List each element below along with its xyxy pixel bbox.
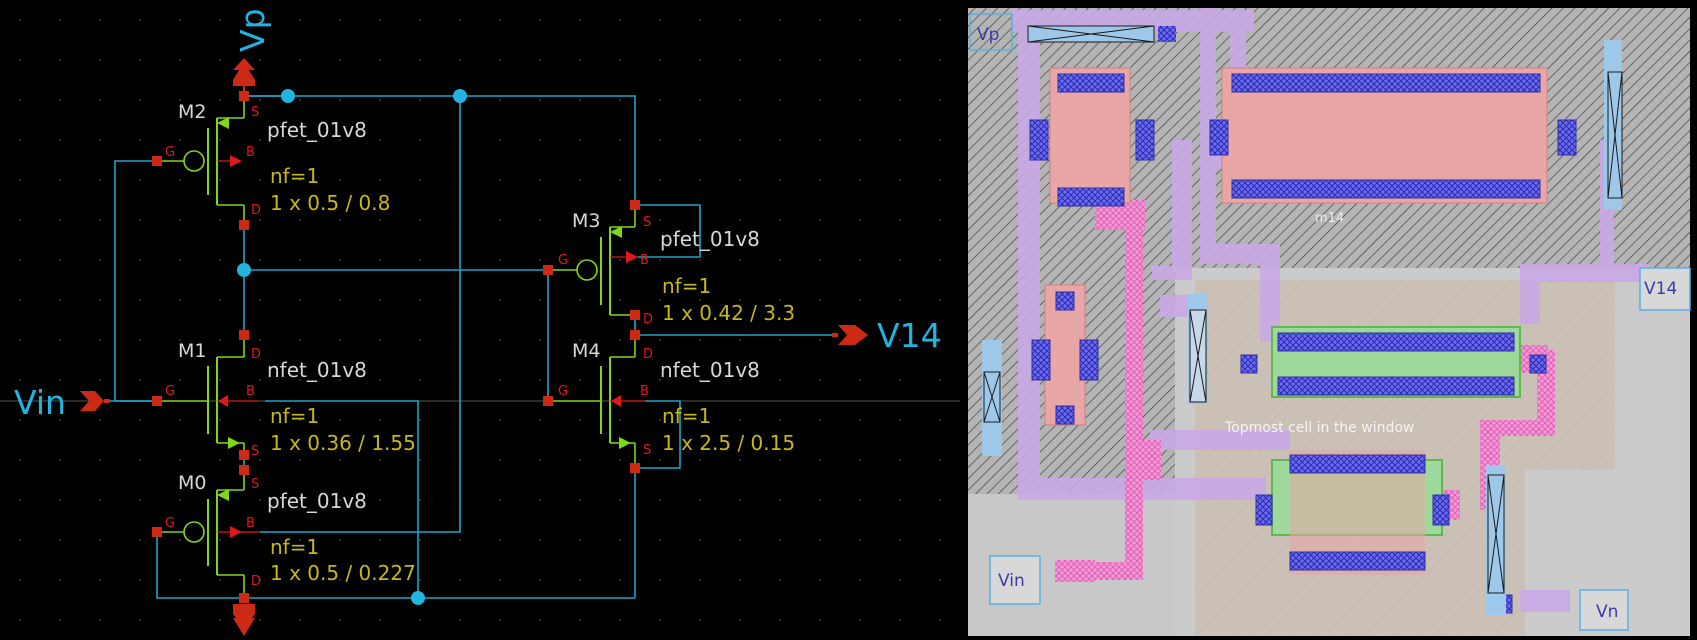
m0-size: 1 x 0.5 / 0.227 xyxy=(270,561,416,585)
wires xyxy=(108,95,833,599)
layout-pin-vn[interactable] xyxy=(1579,589,1629,631)
m2-model: pfet_01v8 xyxy=(267,118,367,142)
v14-pin-icon[interactable] xyxy=(832,325,868,345)
m2-instance-name: M2 xyxy=(178,101,206,123)
transistor-m3[interactable] xyxy=(543,200,640,320)
m1-terminal-g: G xyxy=(165,384,175,399)
junctions xyxy=(237,89,467,605)
m4-nf: nf=1 xyxy=(662,404,711,428)
m4-terminal-g: G xyxy=(558,384,568,399)
m0-instance-name: M0 xyxy=(178,472,206,494)
layout-pin-v14[interactable] xyxy=(1639,267,1691,311)
layout-pin-vp-label: Vp xyxy=(977,25,999,45)
m3-size: 1 x 0.42 / 3.3 xyxy=(662,301,795,325)
m2-size: 1 x 0.5 / 0.8 xyxy=(270,191,390,215)
m1-terminal-d: D xyxy=(251,347,261,362)
m4-terminal-b: B xyxy=(640,384,649,399)
m0-terminal-d: D xyxy=(251,574,261,589)
layout-cell-name: m14 xyxy=(1315,211,1344,226)
vp-pin-label: Vp xyxy=(233,8,272,52)
m0-terminal-s: S xyxy=(251,477,259,492)
layout-pin-vp[interactable] xyxy=(969,13,1013,51)
ground-pin-icon[interactable] xyxy=(233,604,255,636)
m4-terminal-s: S xyxy=(643,443,651,458)
m2-terminal-g: G xyxy=(165,145,175,160)
m3-terminal-b: B xyxy=(640,253,649,268)
m0-terminal-b: B xyxy=(246,516,255,531)
m1-terminal-b: B xyxy=(246,384,255,399)
layout-pin-vin[interactable] xyxy=(989,555,1041,605)
m2-terminal-b: B xyxy=(246,145,255,160)
m3-terminal-s: S xyxy=(643,215,651,230)
via-stacks xyxy=(982,25,1623,615)
m4-terminal-d: D xyxy=(643,347,653,362)
layout-topmost-note: Topmost cell in the window xyxy=(1224,420,1414,436)
m3-terminal-d: D xyxy=(643,312,653,327)
m4-size: 1 x 2.5 / 0.15 xyxy=(662,431,795,455)
m2-nf: nf=1 xyxy=(270,164,319,188)
m3-model: pfet_01v8 xyxy=(660,227,760,251)
schematic-view[interactable]: M2 pfet_01v8 nf=1 1 x 0.5 / 0.8 S G B D … xyxy=(0,0,960,640)
m1-model: nfet_01v8 xyxy=(267,358,367,382)
m4-instance-name: M4 xyxy=(572,340,600,362)
m2-terminal-d: D xyxy=(251,203,261,218)
m2-terminal-s: S xyxy=(251,105,259,120)
transistor-m1[interactable] xyxy=(152,330,258,460)
m3-nf: nf=1 xyxy=(662,274,711,298)
m4-model: nfet_01v8 xyxy=(660,358,760,382)
m0-model: pfet_01v8 xyxy=(267,489,367,513)
m0-nf: nf=1 xyxy=(270,535,319,559)
vin-pin-label: Vin xyxy=(14,383,66,422)
transistor-m0[interactable] xyxy=(152,465,260,603)
layout-pin-v14-label: V14 xyxy=(1644,279,1677,299)
m1-instance-name: M1 xyxy=(178,340,206,362)
v14-pin-label: V14 xyxy=(877,316,942,355)
m1-size: 1 x 0.36 / 1.55 xyxy=(270,431,416,455)
vin-pin-icon[interactable] xyxy=(80,391,110,411)
layout-pin-vn-label: Vn xyxy=(1596,602,1618,622)
transistor-m4[interactable] xyxy=(543,330,645,473)
m1-terminal-s: S xyxy=(251,444,259,459)
m0-terminal-g: G xyxy=(165,516,175,531)
m3-terminal-g: G xyxy=(558,253,568,268)
m3-instance-name: M3 xyxy=(572,210,600,232)
layout-pin-vin-label: Vin xyxy=(998,571,1025,591)
m1-nf: nf=1 xyxy=(270,404,319,428)
vp-pin-icon[interactable] xyxy=(233,58,255,96)
layout-view[interactable]: Vp V14 Vin Vn m14 Topmost cell in the wi… xyxy=(960,0,1697,640)
